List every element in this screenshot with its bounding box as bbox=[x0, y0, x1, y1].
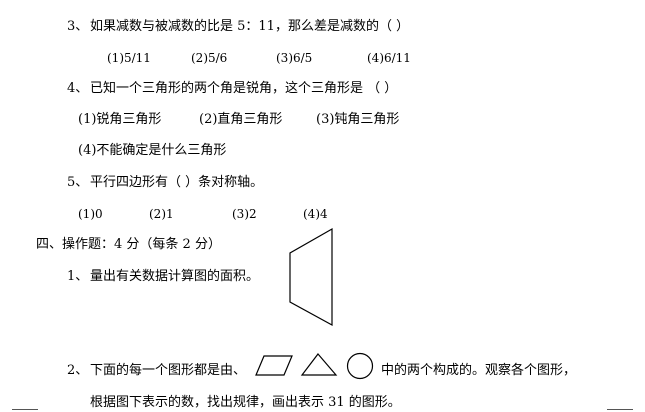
q4-option-4: (4)不能确定是什么三角形 bbox=[78, 143, 227, 158]
circle-icon bbox=[346, 352, 374, 380]
parallelogram-icon bbox=[255, 355, 293, 376]
op2-text-before: 下面的每一个图形都是由、 bbox=[90, 363, 247, 378]
op1-number: 1、 bbox=[67, 269, 89, 284]
triangle-icon bbox=[300, 353, 338, 376]
op1-text: 量出有关数据计算图的面积。 bbox=[90, 269, 260, 284]
q3-option-3: (3)6/5 bbox=[276, 51, 313, 65]
q5-option-3: (3)2 bbox=[232, 207, 257, 221]
q3-option-4: (4)6/11 bbox=[367, 51, 411, 65]
q5-option-1: (1)0 bbox=[78, 207, 103, 221]
q5-number: 5、 bbox=[67, 175, 89, 190]
q4-option-1: (1)锐角三角形 bbox=[78, 112, 162, 127]
q3-number: 3、 bbox=[67, 19, 89, 34]
q3-option-2: (2)5/6 bbox=[191, 51, 228, 65]
page-edge-rule-right bbox=[607, 409, 633, 410]
q5-option-2: (2)1 bbox=[149, 207, 174, 221]
op2-number: 2、 bbox=[67, 363, 89, 378]
trapezoid-outline bbox=[289, 227, 333, 327]
q3-option-1: (1)5/11 bbox=[107, 51, 151, 65]
q4-number: 4、 bbox=[67, 81, 89, 96]
page-edge-rule-left bbox=[12, 409, 38, 410]
op2-line-2: 根据图下表示的数，找出规律，画出表示 31 的图形。 bbox=[90, 395, 401, 410]
op2-text-after: 中的两个构成的。观察各个图形， bbox=[381, 363, 577, 378]
q5-text: 平行四边形有（ ）条对称轴。 bbox=[90, 175, 264, 190]
q4-option-3: (3)钝角三角形 bbox=[316, 112, 400, 127]
q4-option-2: (2)直角三角形 bbox=[199, 112, 283, 127]
q3-text: 如果减数与被减数的比是 5：11，那么差是减数的（ ） bbox=[90, 19, 410, 34]
section-4-title: 四、操作题：4 分（每条 2 分） bbox=[36, 237, 221, 252]
q5-option-4: (4)4 bbox=[303, 207, 328, 221]
q4-text: 已知一个三角形的两个角是锐角，这个三角形是 （ ） bbox=[90, 81, 398, 96]
trapezoid-figure bbox=[289, 227, 333, 327]
